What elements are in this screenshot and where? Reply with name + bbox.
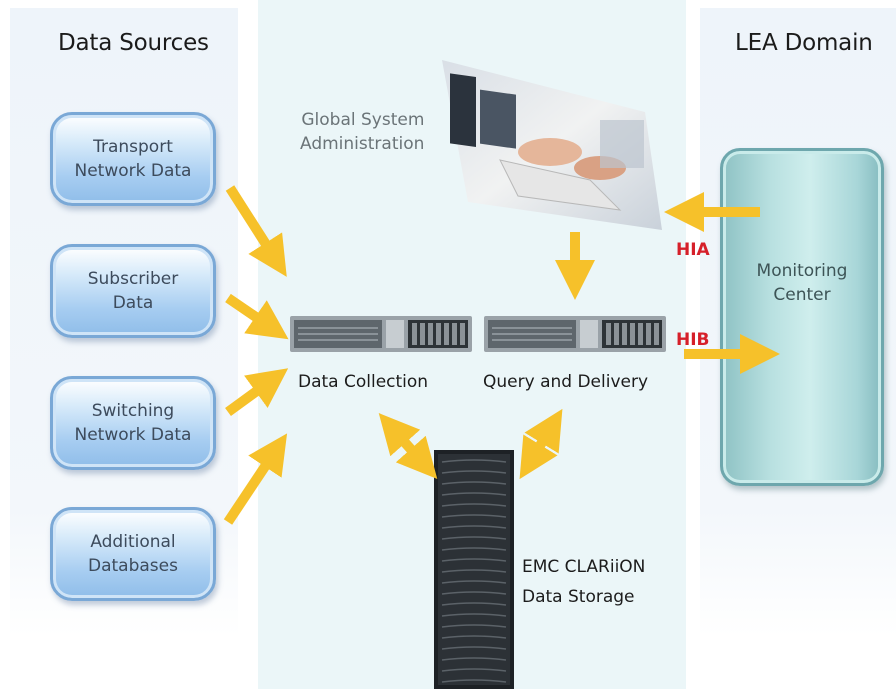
rack-slot: [441, 459, 507, 463]
query-and-delivery-label: Query and Delivery: [483, 372, 649, 392]
rack-slot: [441, 536, 507, 540]
rack-slot: [441, 679, 507, 683]
arrow-delivery-storage: [519, 408, 563, 480]
monitoring-center-label: Monitoring Center: [756, 261, 848, 305]
rack-slot: [441, 591, 507, 595]
rack-slot: [441, 492, 507, 496]
rack-slot: [441, 514, 507, 518]
transport-network-data-box: Transport Network Data: [50, 112, 216, 206]
rack-slot: [441, 481, 507, 485]
additional-databases-label: Additional Databases: [88, 532, 178, 576]
rack-slot: [441, 624, 507, 628]
global-system-administration-label: Global System Administration: [300, 110, 425, 154]
switching-network-data-label: Switching Network Data: [74, 401, 192, 445]
query-delivery-server-icon: [484, 316, 666, 352]
rack-slot: [441, 525, 507, 529]
hib-interface-label: HIB: [676, 330, 710, 350]
arrow-collection-storage: [378, 413, 438, 479]
rack-slot: [441, 657, 507, 661]
rack-slot: [441, 569, 507, 573]
data-sources-heading: Data Sources: [58, 30, 209, 56]
subscriber-data-label: Subscriber Data: [87, 269, 179, 313]
arrow-additional-to-collection: [223, 433, 288, 525]
data-collection-label: Data Collection: [298, 372, 429, 392]
subscriber-data-box: Subscriber Data: [50, 244, 216, 338]
rack-slot: [441, 646, 507, 650]
rack-slot: [441, 503, 507, 507]
data-collection-server-icon: [290, 316, 472, 352]
rack-slot: [441, 470, 507, 474]
rack-slot: [441, 547, 507, 551]
arrow-subscriber-to-collection: [225, 293, 289, 340]
arrow-transport-to-collection: [225, 185, 287, 277]
storage-rack-icon: [434, 450, 514, 689]
arrow-switching-to-collection: [225, 368, 289, 417]
emc-clariion-data-storage-label: EMC CLARiiON Data Storage: [522, 557, 646, 607]
rack-slot: [441, 635, 507, 639]
admin-workstation-image: [442, 60, 662, 230]
rack-slot: [441, 580, 507, 584]
rack-slot: [441, 558, 507, 562]
transport-network-data-label: Transport Network Data: [74, 137, 192, 181]
rack-slot: [441, 613, 507, 617]
rack-slot: [441, 668, 507, 672]
rack-slot: [441, 602, 507, 606]
monitoring-center-box: Monitoring Center: [720, 148, 884, 486]
lea-domain-heading: LEA Domain: [735, 30, 873, 56]
switching-network-data-box: Switching Network Data: [50, 376, 216, 470]
additional-databases-box: Additional Databases: [50, 507, 216, 601]
hia-interface-label: HIA: [676, 240, 710, 260]
